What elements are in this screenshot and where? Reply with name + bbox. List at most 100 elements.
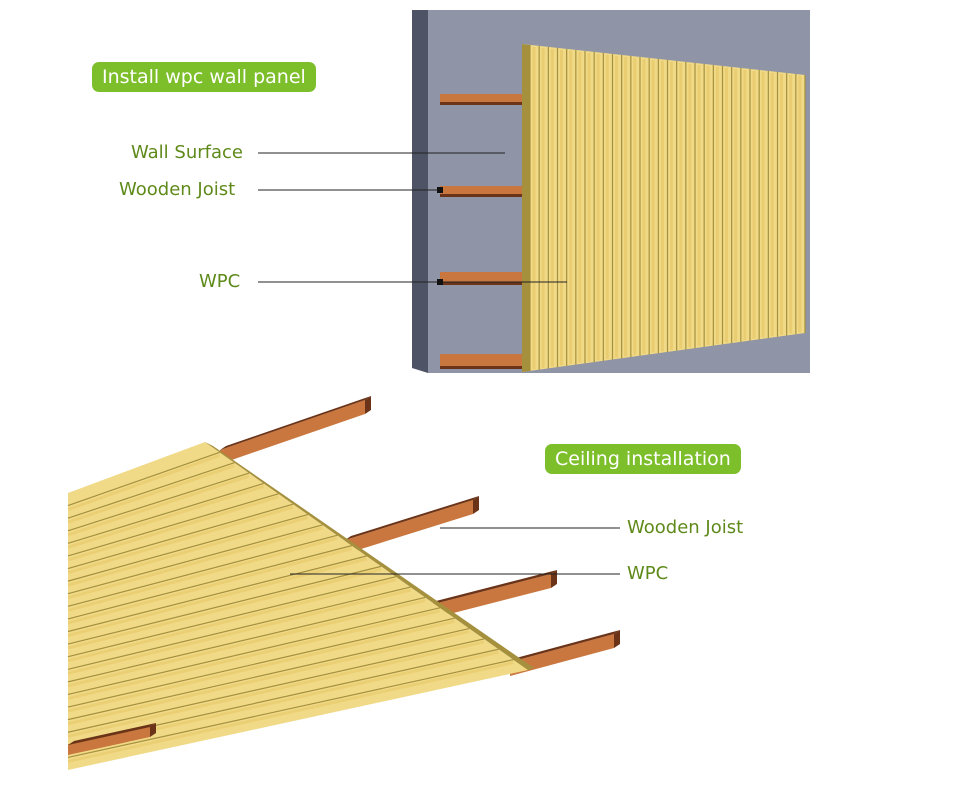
ceiling-wpc-groove bbox=[67, 627, 470, 721]
ceiling-joist bbox=[345, 500, 473, 554]
wall-wpc-rib bbox=[798, 76, 802, 333]
wall-wpc-rib bbox=[780, 74, 783, 335]
wall-wpc-rib bbox=[651, 60, 655, 353]
wall-wpc-rib bbox=[679, 63, 683, 349]
wall-joist-shadow bbox=[440, 366, 525, 369]
wall-wpc-rib bbox=[560, 50, 563, 366]
wall-wpc-rib bbox=[706, 66, 710, 345]
ceiling-wpc-groove bbox=[67, 482, 264, 544]
ceiling-wpc-groove bbox=[67, 462, 235, 519]
ceiling-joist-end bbox=[150, 723, 156, 737]
wall-wpc-rib bbox=[550, 49, 554, 367]
wall-wpc-rib bbox=[532, 47, 536, 369]
ceiling-joist bbox=[510, 634, 614, 676]
ceiling-wpc-rib bbox=[67, 567, 382, 650]
ceiling-joist bbox=[430, 574, 551, 619]
ceiling-joist-top bbox=[220, 396, 371, 450]
wall-wpc-rib bbox=[605, 55, 609, 359]
ceiling-wpc-rib bbox=[67, 598, 426, 688]
wall-wpc-rib bbox=[688, 64, 692, 348]
ceiling-joist-top bbox=[345, 496, 479, 540]
leader-lines bbox=[258, 152, 620, 575]
wall-wpc-rib bbox=[789, 75, 793, 334]
wall-wpc-rib bbox=[743, 70, 747, 340]
ceiling-wpc-groove bbox=[67, 576, 397, 658]
wall-wpc-rib bbox=[642, 59, 646, 354]
ceiling-wpc-groove bbox=[67, 534, 338, 607]
ceiling-wpc-rib bbox=[67, 557, 367, 637]
ceiling-wpc-rib bbox=[67, 578, 397, 663]
wall-wpc-rib bbox=[770, 73, 774, 337]
wall-side-face bbox=[412, 10, 428, 373]
ceiling-wpc-rib bbox=[67, 485, 265, 549]
ceiling-wpc-groove bbox=[67, 638, 485, 733]
wall-wpc-rib bbox=[715, 67, 719, 344]
leader-wall-wpc-marker bbox=[437, 279, 443, 285]
ceiling-wpc-groove bbox=[67, 607, 441, 696]
ceiling-wpc-rib bbox=[67, 464, 235, 524]
ceiling-wpc-groove bbox=[67, 565, 382, 645]
ceiling-wpc-rib bbox=[67, 547, 353, 625]
ceiling-joist-end bbox=[614, 630, 620, 648]
wall-assembly bbox=[412, 10, 810, 373]
ceiling-joist-top bbox=[430, 570, 557, 605]
ceiling-wpc-groove bbox=[67, 586, 411, 670]
wall-wpc-rib bbox=[587, 53, 591, 362]
wall-wpc-rib bbox=[615, 56, 618, 358]
ceiling-joist-top bbox=[68, 723, 156, 745]
ceiling-wpc-rib bbox=[67, 609, 441, 700]
wall-joist bbox=[440, 354, 525, 366]
wall-joist-shadow bbox=[440, 282, 525, 285]
wall-wpc-panel-edge bbox=[522, 44, 530, 372]
wall-wpc-rib bbox=[752, 71, 756, 339]
ceiling-wpc-rib bbox=[67, 505, 294, 574]
ceiling-wpc-rib bbox=[67, 495, 279, 562]
ceiling-joist bbox=[220, 400, 365, 464]
ceiling-wpc-rib bbox=[67, 661, 514, 763]
wall-joist-shadow bbox=[440, 194, 525, 197]
wall-wpc-rib bbox=[541, 48, 545, 368]
leader-wall-joist-marker bbox=[437, 187, 443, 193]
ceiling-wpc-groove bbox=[67, 617, 455, 708]
label-wall-wooden-joist: Wooden Joist bbox=[119, 179, 236, 200]
label-ceiling-wooden-joist: Wooden Joist bbox=[627, 517, 744, 538]
wall-wpc-rib bbox=[624, 57, 628, 357]
ceiling-wpc-groove bbox=[67, 451, 220, 507]
ceiling-joists-front bbox=[68, 723, 156, 755]
ceiling-wpc-rib bbox=[67, 640, 485, 738]
ceiling-wpc-groove bbox=[67, 596, 426, 683]
ceiling-joist bbox=[68, 727, 150, 755]
ceiling-wpc-rib bbox=[67, 588, 411, 675]
wall-wpc-rib bbox=[596, 54, 600, 361]
wall-joist bbox=[440, 272, 525, 282]
ceiling-wpc-groove bbox=[67, 493, 279, 557]
ceiling-wpc-rib bbox=[67, 630, 470, 726]
ceiling-joist-top bbox=[510, 630, 620, 662]
label-ceiling-wpc: WPC bbox=[627, 563, 669, 584]
wall-wpc-rib bbox=[660, 61, 664, 352]
ceiling-wpc-rib bbox=[67, 453, 221, 512]
ceiling-wpc-groove bbox=[67, 524, 323, 595]
ceiling-wpc-groove bbox=[67, 659, 514, 758]
ceiling-wpc-rib bbox=[67, 516, 309, 587]
ceiling-wpc-groove bbox=[67, 472, 250, 532]
wall-wpc-rib bbox=[578, 52, 582, 363]
ceiling-wpc-groove bbox=[67, 513, 308, 582]
ceiling-wpc-groove bbox=[67, 555, 367, 633]
ceiling-wpc-panel-edge bbox=[205, 442, 534, 670]
wall-wpc-rib bbox=[761, 72, 765, 338]
wall-joists bbox=[440, 94, 525, 369]
wall-wpc-rib bbox=[734, 69, 738, 342]
label-wall-wpc: WPC bbox=[199, 271, 241, 292]
ceiling-wpc-groove bbox=[67, 503, 294, 570]
wall-joist bbox=[440, 186, 525, 194]
wall-wpc-rib bbox=[697, 65, 701, 347]
wall-joist bbox=[440, 94, 525, 102]
ceiling-wpc-rib bbox=[67, 536, 338, 612]
wall-wpc-rib bbox=[670, 62, 673, 350]
ceiling-assembly bbox=[67, 396, 620, 770]
ceiling-wpc-rib bbox=[67, 619, 455, 713]
wall-wpc-rib bbox=[725, 68, 728, 343]
ceiling-joists bbox=[220, 396, 620, 676]
